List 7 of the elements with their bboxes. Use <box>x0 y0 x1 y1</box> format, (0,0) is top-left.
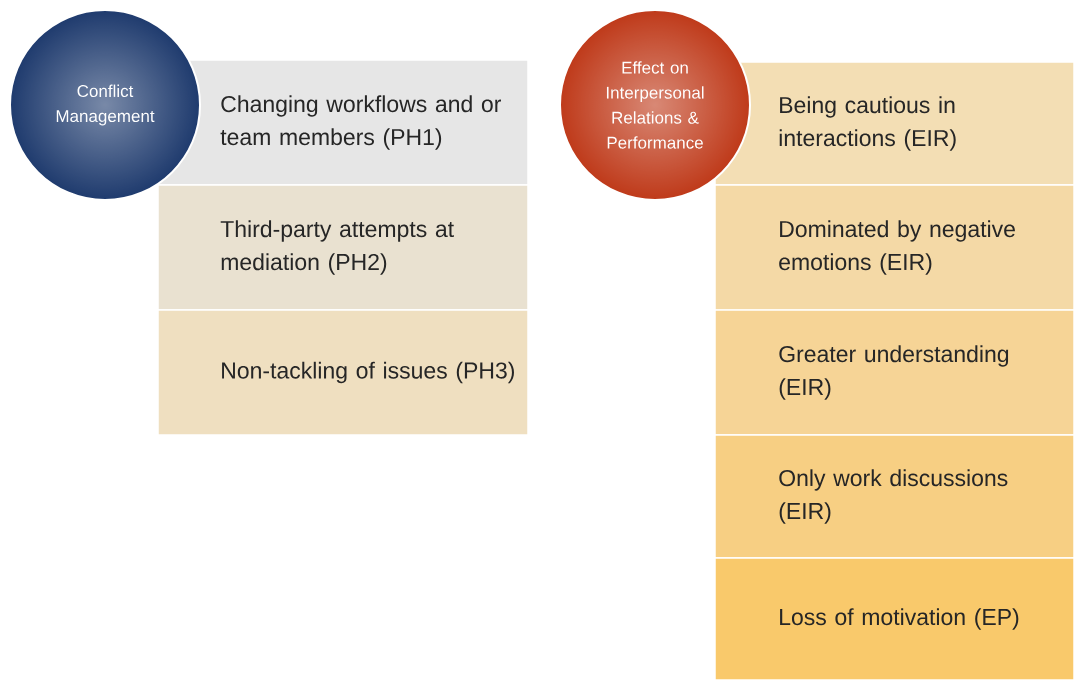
text-box: Loss of motivation (EP) <box>714 557 1074 680</box>
text-box: Being cautious in interactions (EIR) <box>714 61 1074 186</box>
text-box: Non-tackling of issues (PH3) <box>157 309 529 436</box>
text-box: Third-party attempts at mediation (PH2) <box>157 184 529 311</box>
text-box: Greater understanding (EIR) <box>714 309 1074 436</box>
text-box: Only work discussions (EIR) <box>714 434 1074 559</box>
text-box: Dominated by negative emotions (EIR) <box>714 184 1074 311</box>
